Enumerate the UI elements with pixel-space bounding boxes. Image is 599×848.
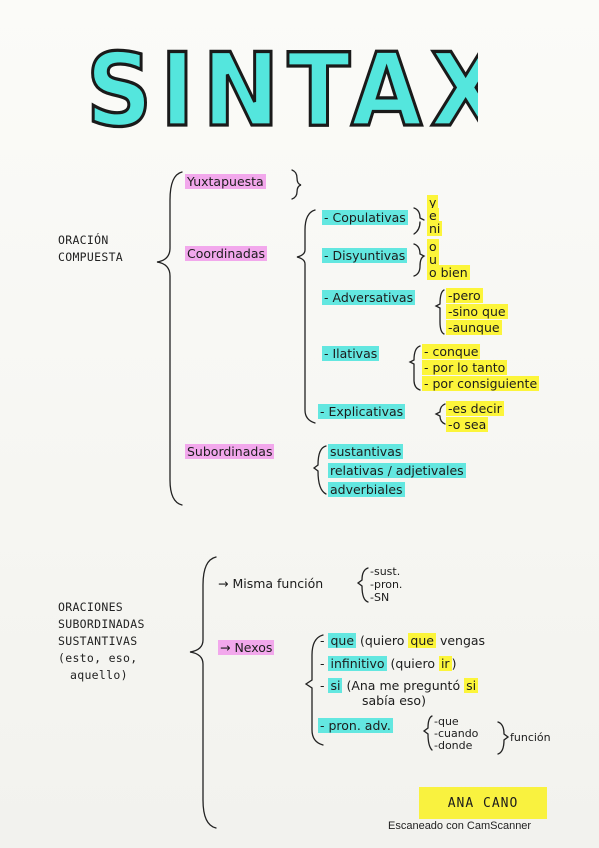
subordinadas-label: Subordinadas xyxy=(185,444,275,459)
author-name: ANA CANO xyxy=(447,795,519,811)
adversativas-item: -pero xyxy=(446,288,483,303)
ilativas-label: - Ilativas xyxy=(322,346,380,361)
nexo-que-highlight: que xyxy=(408,633,436,648)
author-badge: ANA CANO xyxy=(419,787,547,819)
coordinadas-label: Coordinadas xyxy=(185,246,268,261)
adversativas-item: -aunque xyxy=(446,320,502,335)
ilativas-item: - por lo tanto xyxy=(422,360,508,375)
copulativas-item: ni xyxy=(427,221,443,236)
nexo-que: - que (quiero que vengas xyxy=(320,633,485,648)
explicativas-label: - Explicativas xyxy=(318,404,406,419)
misma-item: -SN xyxy=(370,591,390,604)
pron-adv-item: -donde xyxy=(434,739,473,752)
root-line: (esto, eso, xyxy=(58,651,138,665)
disyuntivas-item: u xyxy=(427,252,439,267)
root-line: ORACIONES xyxy=(58,600,124,614)
root-label-oraciones-subordinadas: ORACIONES SUBORDINADAS SUSTANTIVAS (esto… xyxy=(58,599,145,684)
subordinadas-item: adverbiales xyxy=(328,482,405,497)
nexo-que-example-end: vengas xyxy=(435,633,486,648)
nexo-infinitivo-highlight: ir xyxy=(438,656,452,671)
disyuntivas-items: o u o bien xyxy=(427,239,470,280)
root-line-2: COMPUESTA xyxy=(58,250,124,264)
scanner-watermark: Escaneado con CamScanner xyxy=(388,820,532,832)
root-line: aquello) xyxy=(70,668,128,682)
copulativas-label: - Copulativas xyxy=(322,210,408,225)
disyuntivas-item: o bien xyxy=(427,265,470,280)
title-text: SINTAXIS xyxy=(86,31,478,138)
root-line-1: ORACIÓN xyxy=(58,233,109,247)
subordinadas-item: relativas / adjetivales xyxy=(328,463,466,478)
nexos-label: → Nexos xyxy=(218,640,275,655)
copulativas-items: y e ni xyxy=(427,195,443,236)
nexo-dash: - xyxy=(320,633,329,648)
pron-adv-item: -cuando xyxy=(434,727,479,740)
misma-item: -pron. xyxy=(370,578,403,591)
nexo-si-keyword: si xyxy=(328,678,343,693)
root-line: SUBORDINADAS xyxy=(58,617,145,631)
nexo-infinitivo-keyword: infinitivo xyxy=(328,656,387,671)
page-title: SINTAXIS xyxy=(84,29,478,138)
adversativas-items: -pero -sino que -aunque xyxy=(446,288,508,336)
explicativas-item: -o sea xyxy=(446,417,489,432)
misma-item: -sust. xyxy=(370,565,401,578)
ilativas-item: - por consiguiente xyxy=(422,376,540,391)
nexo-si-example: (Ana me preguntó xyxy=(342,678,465,693)
subordinadas-items: sustantivas relativas / adjetivales adve… xyxy=(328,442,466,499)
pron-adv-text: - pron. adv. xyxy=(318,718,393,733)
explicativas-item: -es decir xyxy=(446,401,504,416)
adversativas-label: - Adversativas xyxy=(322,290,416,305)
root-label-oracion-compuesta: ORACIÓN COMPUESTA xyxy=(58,232,123,266)
nexo-si-example-line2: sabía eso) xyxy=(362,693,426,708)
nexo-si-highlight: si xyxy=(464,678,479,693)
nexo-que-keyword: que xyxy=(328,633,357,648)
ilativas-items: - conque - por lo tanto - por consiguien… xyxy=(422,344,540,392)
disyuntivas-item: o xyxy=(427,239,439,254)
nexos-text: → Nexos xyxy=(218,640,275,655)
root-line: SUSTANTIVAS xyxy=(58,634,138,648)
funcion-label: función xyxy=(510,731,551,744)
pron-adv-items: -que -cuando -donde xyxy=(434,716,478,752)
misma-funcion-items: -sust. -pron. -SN xyxy=(370,565,402,604)
nexo-infinitivo-example-end: ) xyxy=(451,656,457,671)
pron-adv-label: - pron. adv. xyxy=(318,718,393,733)
nexo-que-example: (quiero xyxy=(356,633,409,648)
copulativas-item: e xyxy=(427,208,439,223)
nexo-infinitivo: - infinitivo (quiero ir) xyxy=(320,656,456,671)
nexo-dash: - xyxy=(320,656,329,671)
explicativas-items: -es decir -o sea xyxy=(446,401,504,433)
yuxtapuesta-label: Yuxtapuesta xyxy=(185,174,266,189)
subordinadas-item: sustantivas xyxy=(328,444,404,459)
nexo-si: - si (Ana me preguntó si sabía eso) xyxy=(320,678,479,708)
disyuntivas-label: - Disyuntivas xyxy=(322,248,408,263)
misma-funcion-label: → Misma función xyxy=(218,576,324,591)
pron-adv-item: -que xyxy=(434,715,459,728)
nexo-infinitivo-example: (quiero xyxy=(386,656,439,671)
copulativas-item: y xyxy=(427,195,439,210)
adversativas-item: -sino que xyxy=(446,304,508,319)
ilativas-item: - conque xyxy=(422,344,481,359)
nexo-dash: - xyxy=(320,678,329,693)
